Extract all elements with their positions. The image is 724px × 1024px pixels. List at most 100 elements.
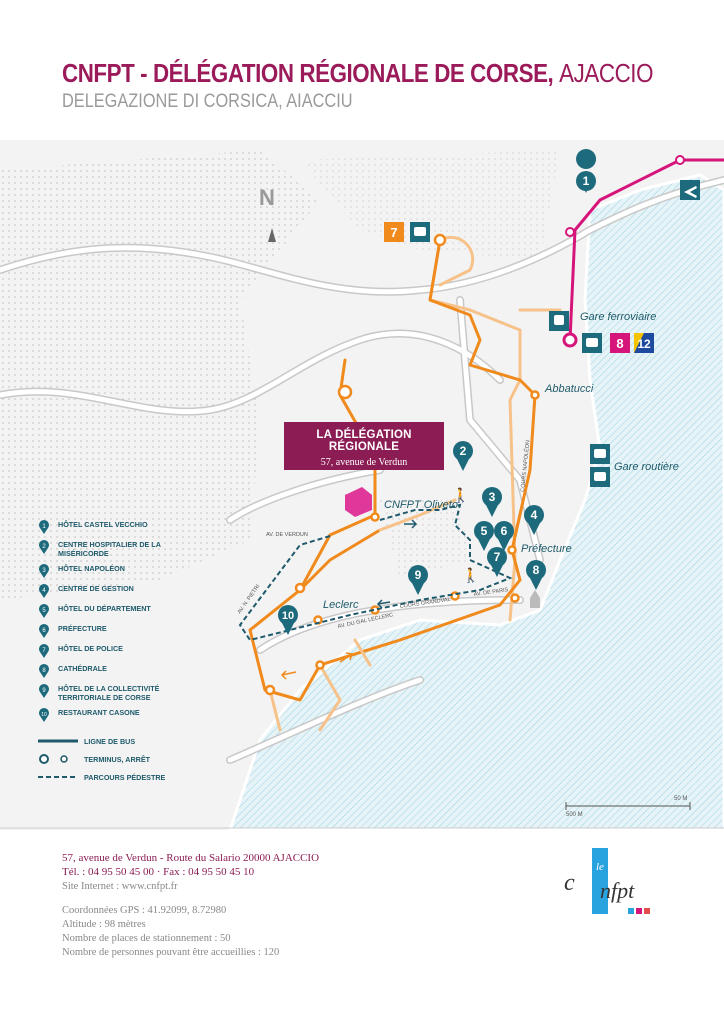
header: CNFPT - DÉLÉGATION RÉGIONALE DE CORSE, A… [62,58,702,113]
svg-text:2: 2 [42,544,46,550]
map-pin-icon: 7 [39,644,49,658]
svg-text:10: 10 [282,610,294,622]
terminus-icon [39,754,68,764]
legend-item: 5 HÔTEL DU DÉPARTEMENT [38,604,238,618]
poi-pin-2: 2 [453,441,473,471]
map-pin-icon: 4 [39,584,49,598]
callout-address: 57, avenue de Verdun [320,457,408,468]
poi-pin-3: 3 [482,487,502,517]
north-arrow-icon [268,228,276,242]
legend-item: 10 RESTAURANT CASONE [38,708,238,722]
cathedral-icon [530,590,540,608]
svg-text:Gare ferroviaire: Gare ferroviaire [580,311,656,323]
poi-pin-9: 9 [408,565,428,595]
svg-text:3: 3 [42,568,46,574]
callout-title: LA DÉLÉGATION RÉGIONALE [316,429,412,453]
walk-arrows [376,519,418,609]
svg-text:7: 7 [42,648,46,654]
svg-text:1: 1 [583,174,590,188]
legend-label: LIGNE DE BUS [84,736,136,746]
svg-text:5: 5 [42,608,46,614]
svg-text:7: 7 [390,225,397,240]
svg-text:CNFPT Oliveto: CNFPT Oliveto [384,499,458,511]
svg-text:8: 8 [42,668,46,674]
cnfpt-logo[interactable]: c le nfpt [556,848,666,928]
poi-pin-8: 8 [526,560,546,590]
cnfpt-building[interactable] [345,487,372,517]
svg-text:12: 12 [637,337,651,351]
poi-pin-10: 10 [278,605,298,635]
vegetation-area-north [300,150,560,260]
legend-walk: PARCOURS PÉDESTRE [38,772,238,782]
pedestrian-route [238,503,513,642]
svg-text:Leclerc: Leclerc [323,599,359,611]
svg-text:AV. DE PARIS: AV. DE PARIS [473,587,509,598]
title-city: AJACCIO [559,58,654,88]
pedestrian-icon: 🚶 [452,487,469,504]
svg-text:6: 6 [42,628,46,634]
transport-icons[interactable]: 7 8 12 [384,180,700,487]
legend: 1 HÔTEL CASTEL VECCHIO 2 CENTRE HOSPITAL… [38,520,238,790]
footer-address: 57, avenue de Verdun - Route du Salario … [62,852,320,864]
footer-gps: Coordonnées GPS : 41.92099, 8.72980 [62,905,227,916]
map-pin-icon: 9 [39,684,49,698]
legend-label: HÔTEL CASTEL VECCHIO [58,520,148,529]
scale-bar: 50 M 500 M [565,796,691,818]
footer-altitude: Altitude : 98 mètres [62,919,146,930]
legend-label: HÔTEL DE LA COLLECTIVITÉ TERRITORIALE DE… [58,684,160,702]
svg-text:6: 6 [501,524,508,538]
bus-stops[interactable] [264,233,540,696]
footer: 57, avenue de Verdun - Route du Salario … [62,852,562,958]
railway-line [568,158,724,341]
svg-text:nfpt: nfpt [600,878,635,903]
svg-text:500 M: 500 M [566,812,583,818]
svg-text:1: 1 [42,524,46,530]
legend-item: 3 HÔTEL NAPOLÉON [38,564,238,578]
svg-text:Préfecture: Préfecture [521,543,572,555]
title-text: CNFPT - DÉLÉGATION RÉGIONALE DE CORSE, [62,58,554,88]
legend-item: 8 CATHÉDRALE [38,664,238,678]
legend-label: HÔTEL DU DÉPARTEMENT [58,604,151,613]
legend-label: HÔTEL NAPOLÉON [58,564,125,573]
legend-item: 6 PRÉFECTURE [38,624,238,638]
page-subtitle: DELEGAZIONE DI CORSICA, AIACCIU [62,91,353,112]
svg-text:9: 9 [415,568,422,582]
svg-text:c: c [564,870,575,896]
map-pin-icon: 6 [39,624,49,638]
svg-text:4: 4 [531,508,538,522]
pedestrian-icon-2: 🚶 [462,567,479,584]
roads [0,176,724,764]
svg-text:Gare routière: Gare routière [614,461,679,473]
footer-website[interactable]: Site Internet : www.cnfpt.fr [62,881,178,892]
map[interactable]: N 1 2 3 4 5 6 7 8 9 10 7 8 [0,140,724,830]
svg-text:3: 3 [489,490,496,504]
footer-capacity: Nombre de personnes pouvant être accueil… [62,947,280,958]
legend-label: CATHÉDRALE [58,664,107,673]
poi-pin-4: 4 [524,505,544,535]
svg-text:7: 7 [494,550,501,564]
legend-label: CENTRE DE GESTION [58,584,134,593]
legend-label: PRÉFECTURE [58,624,107,633]
svg-text:AV. DE VERDUN: AV. DE VERDUN [266,532,308,538]
map-pin-icon: 2 [39,540,49,554]
footer-parking: Nombre de places de stationnement : 50 [62,933,231,944]
rail-stop[interactable] [675,155,685,165]
legend-terminus: TERMINUS, ARRÊT [38,754,238,764]
map-pin-icon: 8 [39,664,49,678]
rail-terminus[interactable] [562,332,578,348]
rail-stop[interactable] [565,227,575,237]
delegation-callout[interactable]: LA DÉLÉGATION RÉGIONALE 57, avenue de Ve… [284,422,444,470]
legend-item: 2 CENTRE HOSPITALIER DE LA MISÉRICORDE [38,540,238,558]
bus-direction-arrows [280,652,353,680]
svg-text:5: 5 [481,524,488,538]
svg-text:2: 2 [460,444,467,458]
svg-text:8: 8 [533,563,540,577]
poi-pin-5: 5 [474,521,494,551]
logo-icon: c le nfpt [564,848,650,914]
legend-bus-line: LIGNE DE BUS [38,736,238,746]
bus-line-8-badge [610,333,630,353]
poi-pins[interactable]: 1 2 3 4 5 6 7 8 9 10 [278,149,597,635]
legend-item: 9 HÔTEL DE LA COLLECTIVITÉ TERRITORIALE … [38,684,238,702]
bus-line-icon [38,739,78,743]
poi-pin-6: 6 [494,521,514,551]
